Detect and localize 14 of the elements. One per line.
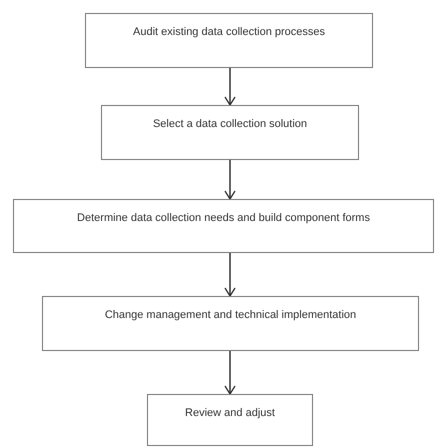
step-label: Change management and technical implementation <box>104 309 358 323</box>
arrow <box>224 68 236 106</box>
arrow <box>224 160 236 200</box>
step-label: Determine data collection needs and build component forms <box>76 212 371 226</box>
arrow <box>224 253 236 297</box>
process-box <box>147 394 313 446</box>
process-box <box>13 199 434 253</box>
step-label: Review and adjust <box>184 407 276 421</box>
process-box <box>101 105 359 160</box>
arrow <box>224 351 236 395</box>
step-label: Select a data collection solution <box>152 118 308 132</box>
step-label: Audit existing data collection processes <box>132 26 326 40</box>
process-box <box>85 13 373 68</box>
process-box <box>42 296 419 351</box>
